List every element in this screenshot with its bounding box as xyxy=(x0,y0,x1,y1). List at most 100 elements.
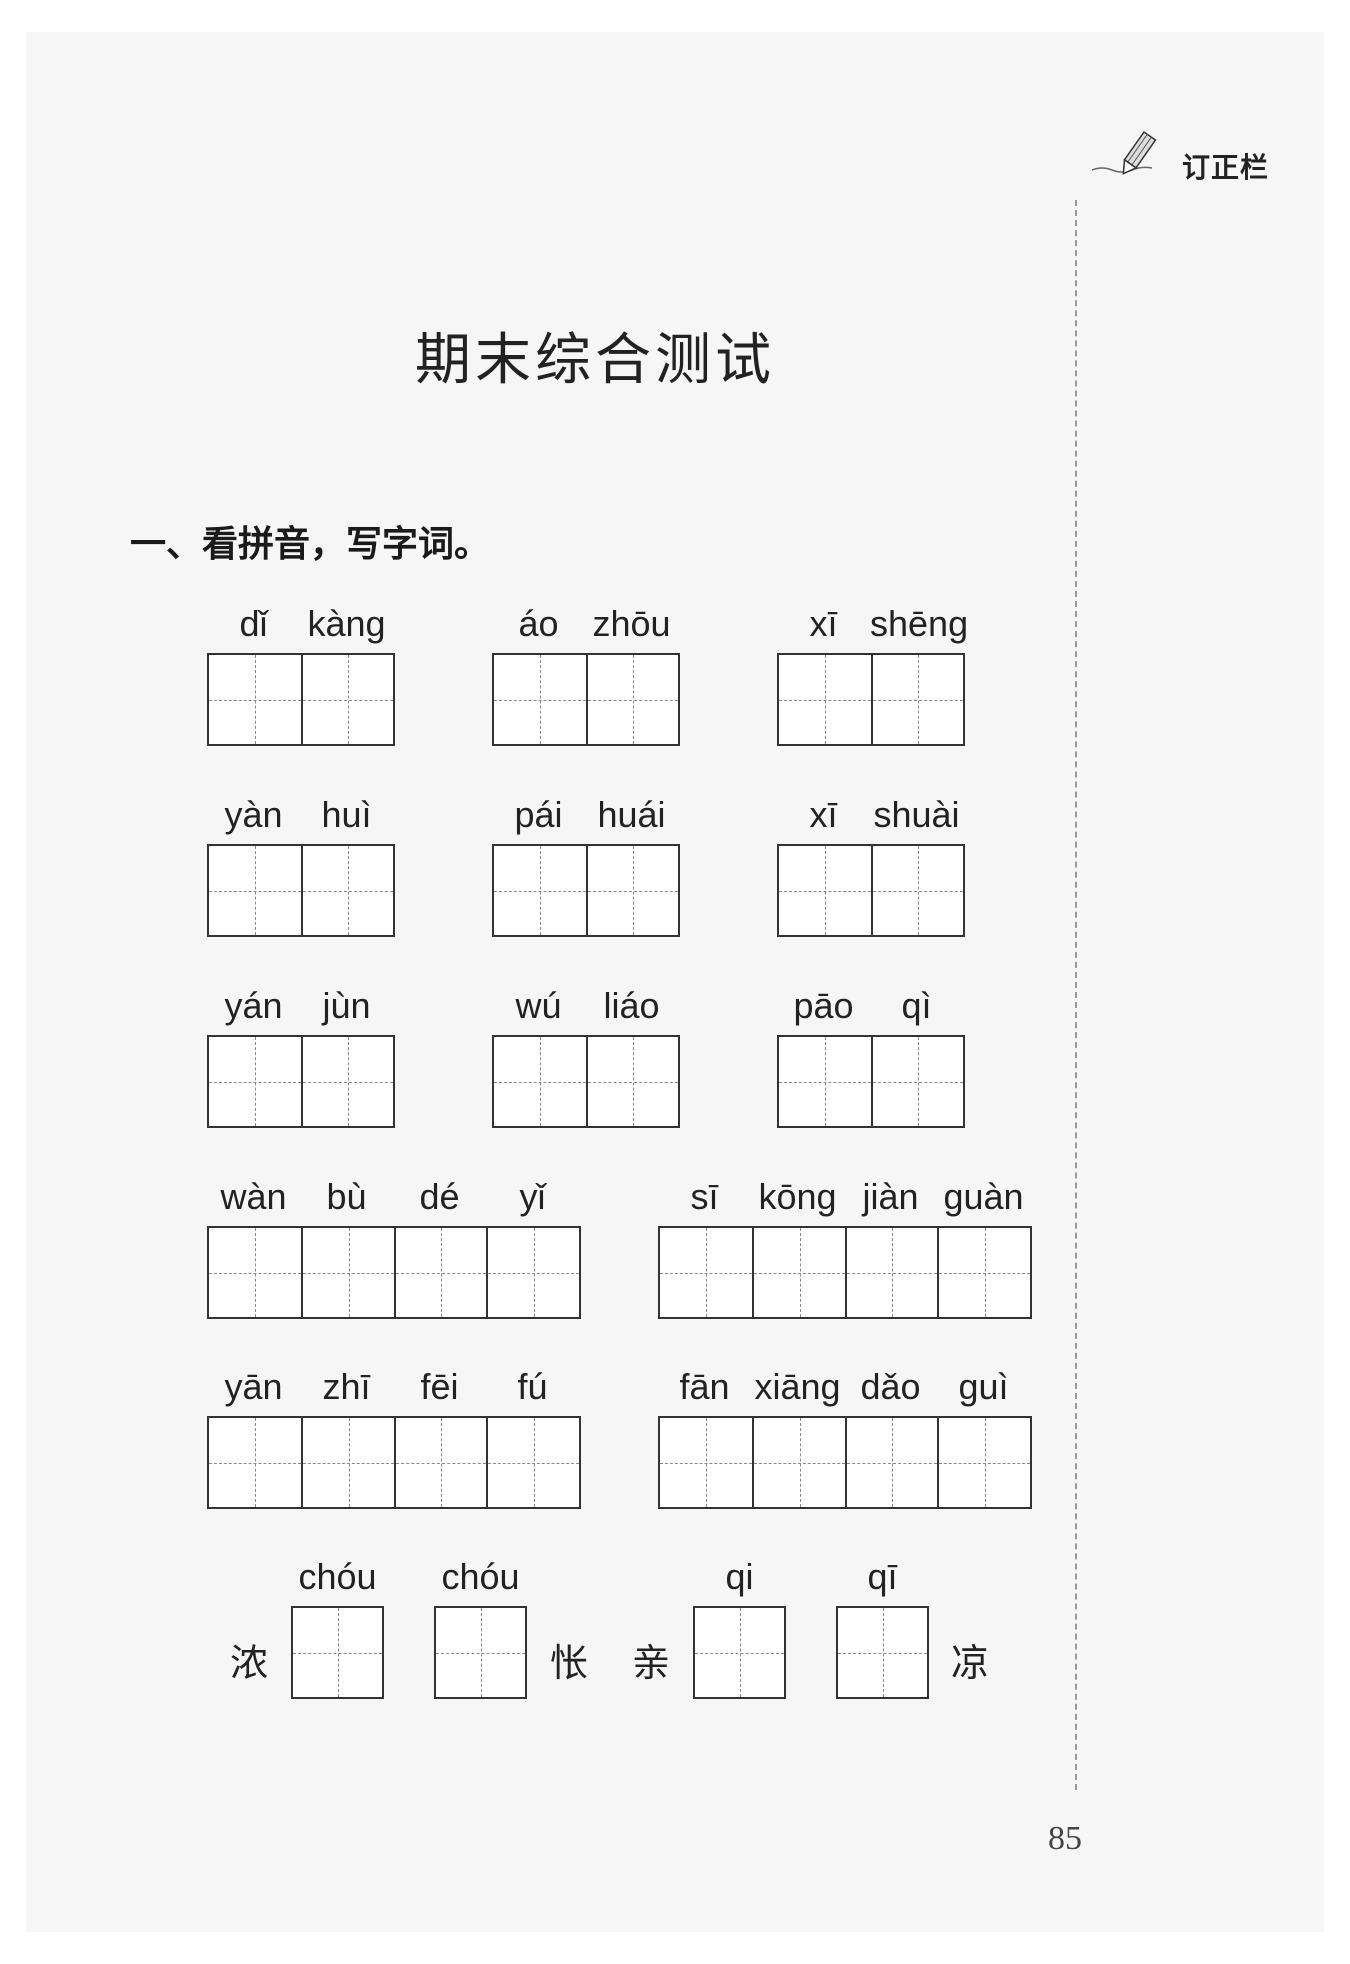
pinyin-syllable: wú xyxy=(515,985,562,1026)
pinyin-syllable: guàn xyxy=(943,1176,1024,1217)
answer-boxes[interactable] xyxy=(777,1035,965,1128)
pinyin-syllable: huái xyxy=(597,794,666,835)
writing-cell[interactable] xyxy=(291,1606,384,1699)
pinyin-syllable: jiàn xyxy=(862,1176,919,1217)
writing-cell[interactable] xyxy=(870,1037,964,1126)
pinyin-syllable: xī xyxy=(809,603,838,644)
pinyin-syllable: jùn xyxy=(322,985,371,1026)
answer-boxes[interactable] xyxy=(207,1226,581,1319)
pinyin-syllable: sī xyxy=(690,1176,719,1217)
answer-boxes[interactable] xyxy=(492,844,680,937)
pinyin-syllable: xī xyxy=(809,794,838,835)
writing-cell[interactable] xyxy=(301,1418,394,1507)
pencil-icon xyxy=(1092,130,1157,175)
pinyin-syllable: fān xyxy=(679,1366,730,1407)
pinyin-syllable: guì xyxy=(958,1366,1009,1407)
writing-cell[interactable] xyxy=(870,655,964,744)
writing-cell[interactable] xyxy=(844,1418,938,1507)
answer-boxes[interactable] xyxy=(777,653,965,746)
writing-cell[interactable] xyxy=(209,846,301,935)
writing-cell[interactable] xyxy=(937,1228,1030,1317)
writing-cell[interactable] xyxy=(779,1037,871,1126)
writing-cell[interactable] xyxy=(660,1418,753,1507)
writing-cell[interactable] xyxy=(434,1606,527,1699)
answer-boxes[interactable] xyxy=(207,1035,395,1128)
writing-cell[interactable] xyxy=(494,846,586,935)
pinyin-syllable: zhōu xyxy=(592,603,671,644)
answer-boxes[interactable] xyxy=(777,844,965,937)
writing-cell[interactable] xyxy=(494,655,586,744)
writing-cell[interactable] xyxy=(209,1228,302,1317)
pinyin-syllable: liáo xyxy=(603,985,660,1026)
pinyin-syllable: shuài xyxy=(873,794,960,835)
pinyin-syllable: pái xyxy=(514,794,563,835)
pinyin-syllable: zhī xyxy=(322,1366,371,1407)
pinyin-syllable: yǐ xyxy=(519,1176,546,1217)
given-character: 凉 xyxy=(951,1641,990,1685)
writing-cell[interactable] xyxy=(301,1228,394,1317)
writing-cell[interactable] xyxy=(393,1418,487,1507)
pinyin-syllable: chóu xyxy=(298,1556,377,1597)
correction-margin-line xyxy=(1075,200,1077,1790)
writing-cell[interactable] xyxy=(585,655,679,744)
pinyin-syllable: pāo xyxy=(793,985,854,1026)
answer-boxes[interactable] xyxy=(492,653,680,746)
pinyin-syllable: dǎo xyxy=(860,1366,921,1407)
answer-boxes[interactable] xyxy=(492,1035,680,1128)
writing-cell[interactable] xyxy=(209,1418,302,1507)
correction-column-header: 订正栏 xyxy=(1092,128,1302,188)
pinyin-syllable: bù xyxy=(326,1176,367,1217)
writing-cell[interactable] xyxy=(393,1228,487,1317)
pinyin-syllable: dǐ xyxy=(239,603,268,644)
answer-boxes[interactable] xyxy=(207,1416,581,1509)
pinyin-syllable: yàn xyxy=(224,794,283,835)
writing-cell[interactable] xyxy=(660,1228,753,1317)
given-character: 怅 xyxy=(550,1641,589,1685)
pinyin-syllable: dé xyxy=(419,1176,460,1217)
writing-cell[interactable] xyxy=(300,1037,394,1126)
writing-cell[interactable] xyxy=(870,846,964,935)
writing-cell[interactable] xyxy=(486,1418,579,1507)
pinyin-syllable: huì xyxy=(321,794,372,835)
pinyin-syllable: qi xyxy=(725,1556,754,1597)
pinyin-syllable: xiāng xyxy=(754,1366,841,1407)
answer-boxes[interactable] xyxy=(207,844,395,937)
pinyin-syllable: yān xyxy=(224,1366,283,1407)
given-character: 亲 xyxy=(632,1641,671,1685)
writing-cell[interactable] xyxy=(494,1037,586,1126)
writing-cell[interactable] xyxy=(300,655,394,744)
writing-cell[interactable] xyxy=(779,655,871,744)
section-heading: 一、看拼音，写字词。 xyxy=(130,524,491,565)
pinyin-syllable: qī xyxy=(867,1556,898,1597)
answer-boxes[interactable] xyxy=(207,653,395,746)
pinyin-syllable: kōng xyxy=(758,1176,837,1217)
pinyin-syllable: shēng xyxy=(870,603,969,644)
writing-cell[interactable] xyxy=(693,1606,786,1699)
answer-boxes[interactable] xyxy=(658,1226,1032,1319)
writing-cell[interactable] xyxy=(779,846,871,935)
writing-cell[interactable] xyxy=(752,1418,845,1507)
writing-cell[interactable] xyxy=(209,1037,301,1126)
writing-cell[interactable] xyxy=(585,846,679,935)
pinyin-syllable: fēi xyxy=(420,1366,459,1407)
worksheet-page xyxy=(26,32,1324,1932)
answer-boxes[interactable] xyxy=(658,1416,1032,1509)
pinyin-syllable: yán xyxy=(224,985,283,1026)
writing-cell[interactable] xyxy=(844,1228,938,1317)
writing-cell[interactable] xyxy=(300,846,394,935)
writing-cell[interactable] xyxy=(585,1037,679,1126)
writing-cell[interactable] xyxy=(486,1228,579,1317)
writing-cell[interactable] xyxy=(836,1606,929,1699)
writing-cell[interactable] xyxy=(209,655,301,744)
pinyin-syllable: chóu xyxy=(441,1556,520,1597)
pinyin-syllable: áo xyxy=(518,603,559,644)
correction-label: 订正栏 xyxy=(1182,151,1270,184)
page-title: 期末综合测试 xyxy=(415,328,775,393)
pinyin-syllable: qì xyxy=(901,985,932,1026)
page-number: 85 xyxy=(1048,1820,1082,1857)
given-character: 浓 xyxy=(230,1641,269,1685)
pinyin-syllable: kàng xyxy=(307,603,386,644)
pinyin-syllable: fú xyxy=(517,1366,548,1407)
writing-cell[interactable] xyxy=(752,1228,845,1317)
writing-cell[interactable] xyxy=(937,1418,1030,1507)
